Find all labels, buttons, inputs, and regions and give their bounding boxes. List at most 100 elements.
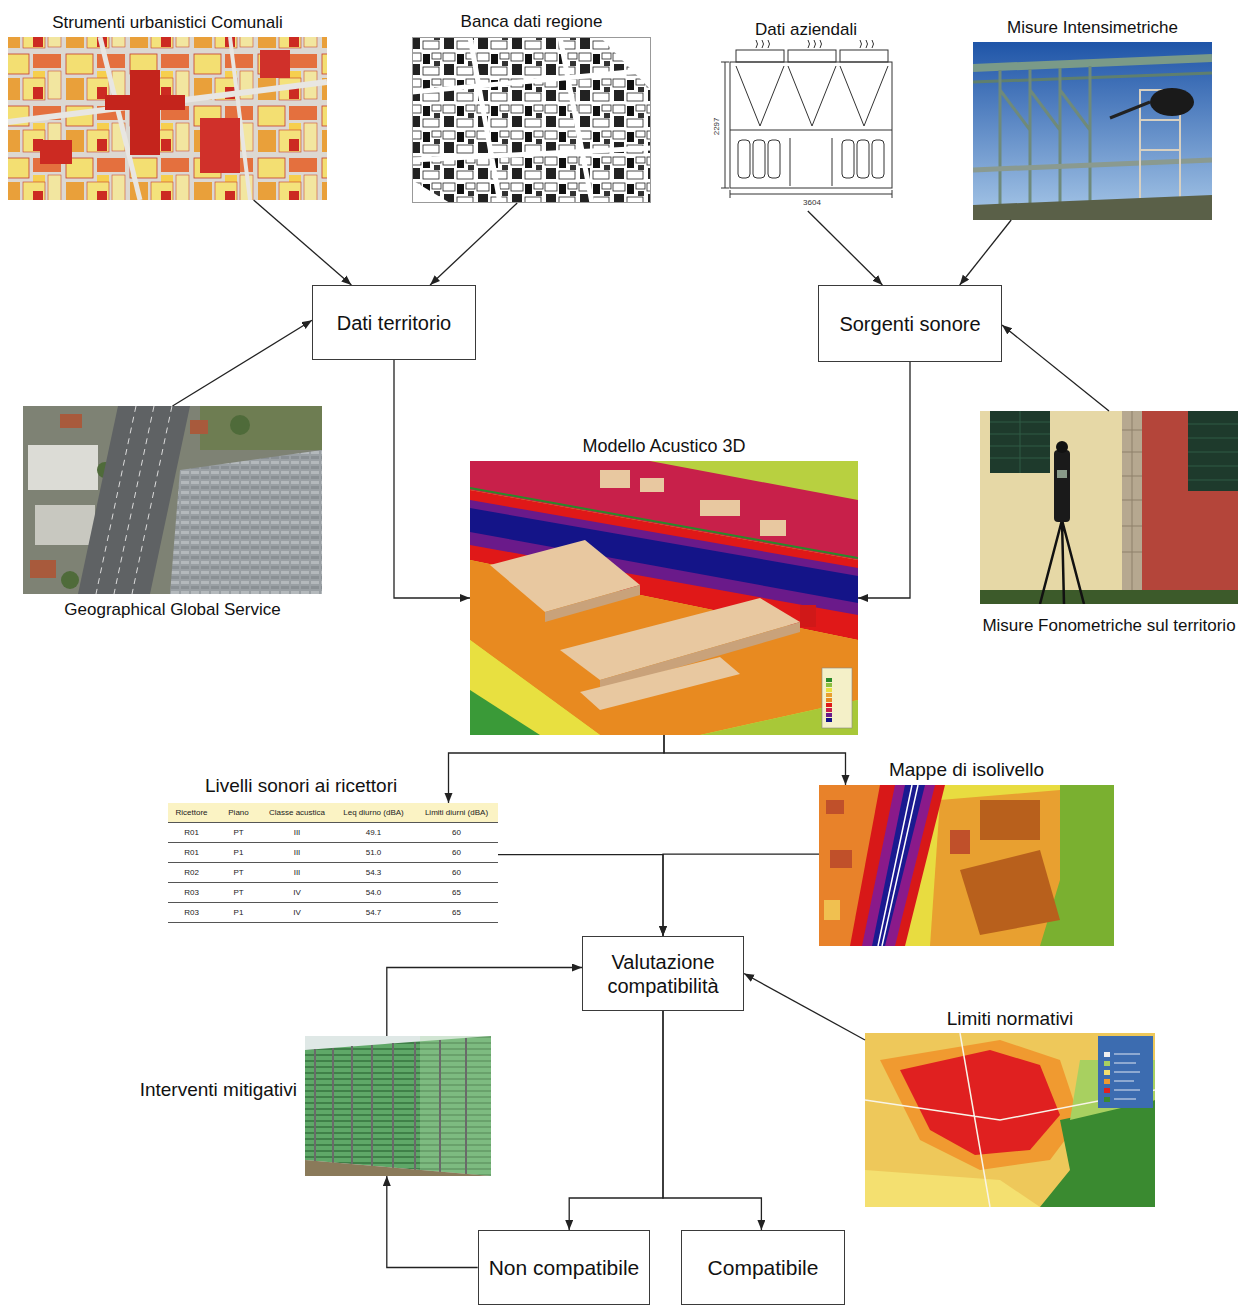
aerial-photo-part xyxy=(96,406,172,594)
chiller-drawing-part xyxy=(768,140,780,178)
table-cell-text: P1 xyxy=(234,909,244,918)
zoning-limits-map-part xyxy=(1098,1036,1153,1108)
zoning-limits-map-part xyxy=(865,1033,1155,1207)
table-row xyxy=(168,883,498,903)
connector-arrow xyxy=(569,1011,663,1230)
acoustic-3d-model-part xyxy=(826,693,832,697)
chiller-drawing-part xyxy=(736,66,888,126)
sound-meter-photo-part xyxy=(1057,470,1067,478)
table-cell-text: 51.0 xyxy=(366,849,382,858)
table-cell-text: III xyxy=(294,869,301,878)
box-label: Valutazione compatibilità xyxy=(593,950,733,998)
chiller-drawing-part xyxy=(738,140,750,178)
table-cell: Ricettore xyxy=(168,803,215,823)
chiller-drawing-part xyxy=(756,40,874,48)
city-plan-image-part xyxy=(260,50,290,78)
box-label: Dati territorio xyxy=(337,311,451,335)
process-box: Sorgenti sonore xyxy=(818,285,1002,362)
isolevel-map-part xyxy=(826,800,844,814)
regional-map-image-part xyxy=(412,180,450,203)
isolevel-map-part xyxy=(960,850,1060,935)
process-box: Non compatibile xyxy=(478,1230,651,1305)
table-cell: 60 xyxy=(415,823,498,843)
sound-meter-photo-part xyxy=(980,411,1122,604)
dimension-label: 2297 xyxy=(713,116,722,136)
panel-heading: Dati aziendali xyxy=(755,20,857,40)
regional-map-image xyxy=(412,37,651,203)
table-cell-text: IV xyxy=(293,909,301,918)
table-cell: R01 xyxy=(168,843,215,863)
table-cell: 51.0 xyxy=(332,843,415,863)
panel-heading: Banca dati regione xyxy=(461,12,603,32)
intensity-measurement-photo-part xyxy=(1150,88,1194,116)
noise-barrier-photo-part xyxy=(315,1038,466,1174)
chiller-drawing-part xyxy=(721,62,729,188)
aerial-photo-part xyxy=(28,445,98,490)
table-cell: 49.1 xyxy=(332,823,415,843)
aerial-photo xyxy=(23,406,322,594)
aerial-photo-part xyxy=(60,414,82,428)
table-cell: 65 xyxy=(415,883,498,903)
table-cell-text: R01 xyxy=(184,829,199,838)
isolevel-map-part xyxy=(862,785,935,946)
table-cell-text: III xyxy=(294,849,301,858)
table-cell-text: 65 xyxy=(452,909,461,918)
table-row xyxy=(168,823,498,843)
city-plan-image-part xyxy=(40,140,72,164)
sound-meter-photo-part xyxy=(1188,424,1238,480)
city-plan-image-part xyxy=(8,37,327,200)
connector-arrow xyxy=(449,735,665,803)
aerial-photo-part xyxy=(230,415,250,435)
table-cell: R03 xyxy=(168,883,215,903)
data-table: Livelli sonori ai ricettoriRicettorePian… xyxy=(168,803,498,923)
panel-heading: Modello Acustico 3D xyxy=(582,436,745,457)
panel-heading: Misure Intensimetriche xyxy=(1007,18,1178,38)
process-box: Compatibile xyxy=(681,1230,845,1305)
zoning-limits-map-part xyxy=(1104,1088,1110,1093)
table-cell-text: R02 xyxy=(184,869,199,878)
aerial-photo-part xyxy=(35,505,95,545)
intensity-measurement-photo-part xyxy=(1140,120,1180,150)
sound-meter-photo-part xyxy=(1122,411,1142,604)
aerial-photo-part xyxy=(190,420,208,434)
table-cell-text: III xyxy=(294,829,301,838)
connector-arrow xyxy=(858,362,910,598)
acoustic-3d-model-part xyxy=(826,688,832,692)
panel-heading: Strumenti urbanistici Comunali xyxy=(52,13,283,33)
isolevel-map-part xyxy=(819,785,1114,946)
table-cell: 65 xyxy=(415,903,498,923)
isolevel-map-part xyxy=(878,785,918,946)
isolevel-map-part xyxy=(980,800,1040,840)
panel-heading: Mappe di isolivello xyxy=(889,759,1044,781)
aerial-photo-part xyxy=(61,571,79,589)
table-cell: IV xyxy=(262,903,332,923)
table-cell: 54.7 xyxy=(332,903,415,923)
image-panel: Strumenti urbanistici Comunali xyxy=(8,37,327,200)
acoustic-3d-model-part xyxy=(640,478,664,492)
acoustic-3d-model-part xyxy=(700,500,740,516)
zoning-limits-map-part xyxy=(865,1033,1155,1207)
intensity-measurement-photo-part xyxy=(973,195,1212,220)
table-cell-text: P1 xyxy=(234,849,244,858)
table-row xyxy=(168,863,498,883)
table-cell-text: Limiti diurni (dBA) xyxy=(425,809,488,818)
acoustic-3d-model-part xyxy=(826,703,832,707)
acoustic-3d-model-part xyxy=(470,690,540,735)
chiller-drawing xyxy=(721,40,892,198)
zoning-limits-map-part xyxy=(1104,1052,1110,1057)
aerial-photo-part xyxy=(23,406,322,594)
isolevel-map-part xyxy=(824,900,840,920)
chiller-drawing-part xyxy=(753,140,765,178)
connector-arrow xyxy=(430,203,517,285)
sound-meter-photo-part xyxy=(990,411,1050,473)
noise-barrier-photo-part xyxy=(305,1036,491,1176)
zoning-limits-map-part xyxy=(1040,1100,1155,1207)
table-cell: III xyxy=(262,823,332,843)
table-cell: P1 xyxy=(215,843,262,863)
intensity-measurement-photo-part xyxy=(973,160,1212,170)
panel-heading: Interventi mitigativi xyxy=(140,1079,297,1101)
isolevel-map xyxy=(819,785,1114,946)
zoning-limits-map-part xyxy=(1104,1079,1110,1084)
table-cell: R01 xyxy=(168,823,215,843)
